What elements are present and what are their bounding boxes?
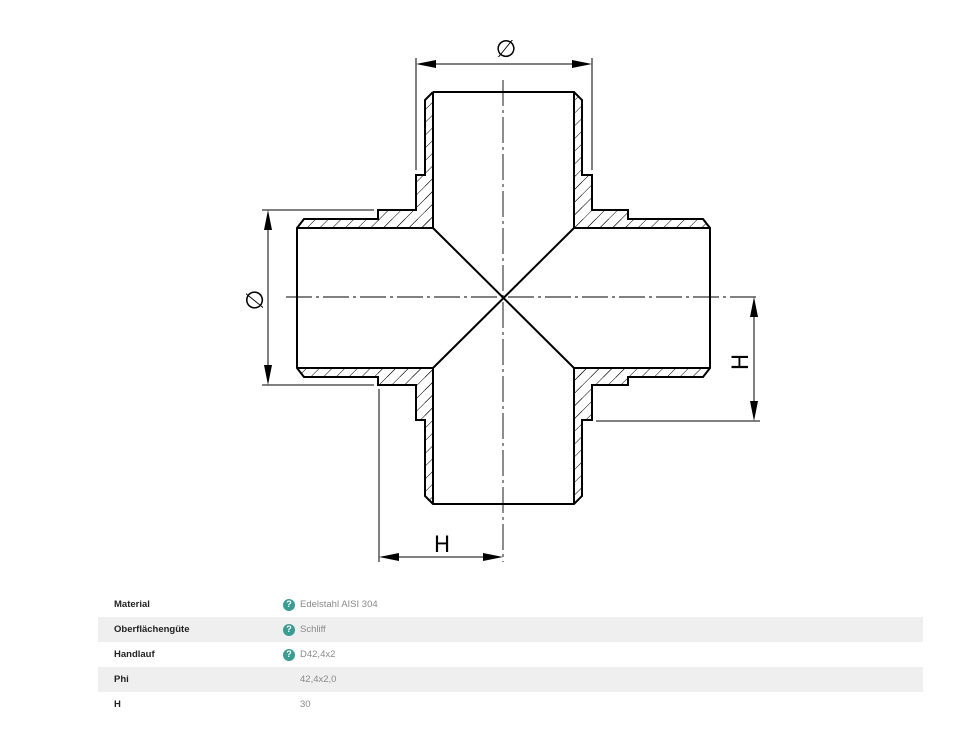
- dim-bottom-height-label: H: [434, 533, 451, 558]
- cross-fitting-drawing: ∅ ∅ H H: [241, 35, 760, 562]
- spec-label: Material: [114, 599, 150, 610]
- dimension-arrows: [264, 60, 758, 561]
- dim-right-height-label: H: [729, 354, 754, 371]
- dimension-lines: [262, 58, 760, 562]
- spec-label: Oberflächengüte: [114, 624, 190, 635]
- spec-label: Handlauf: [114, 649, 155, 660]
- spec-row-height: H 30: [98, 692, 923, 717]
- spec-label: Phi: [114, 674, 129, 685]
- spec-value: D42,4x2: [300, 649, 336, 660]
- question-icon[interactable]: ?: [283, 648, 295, 661]
- hatched-walls: [297, 92, 710, 504]
- spec-row-phi: Phi 42,4x2,0: [98, 667, 923, 692]
- spec-value: Edelstahl AISI 304: [300, 599, 378, 610]
- spec-value: 30: [300, 699, 311, 710]
- spec-value: Schliff: [300, 624, 326, 635]
- spec-row-material: Material ? Edelstahl AISI 304: [98, 592, 923, 617]
- technical-drawing: ∅ ∅ H H: [241, 35, 760, 562]
- question-icon[interactable]: ?: [283, 598, 295, 611]
- dim-top-diameter-label: ∅: [496, 35, 517, 63]
- spec-row-surface: Oberflächengüte ? Schliff: [98, 617, 923, 642]
- dim-left-diameter-label: ∅: [241, 290, 269, 311]
- question-icon[interactable]: ?: [283, 623, 295, 636]
- center-lines: [286, 80, 760, 562]
- spec-value: 42,4x2,0: [300, 674, 337, 685]
- spec-label: H: [114, 699, 121, 710]
- spec-table: Material ? Edelstahl AISI 304 Oberfläche…: [98, 592, 923, 717]
- fitting-outline: [296, 91, 711, 505]
- spec-row-handrail: Handlauf ? D42,4x2: [98, 642, 923, 667]
